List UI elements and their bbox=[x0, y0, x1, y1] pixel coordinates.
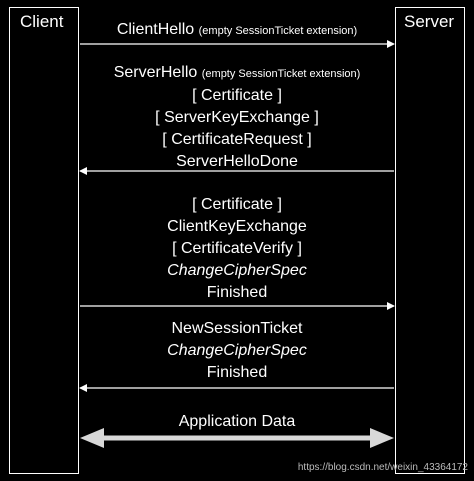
server-change-cipher-spec: ChangeCipherSpec bbox=[167, 342, 307, 359]
server-certificate: [ Certificate ] bbox=[192, 87, 282, 104]
server-hello-done: ServerHelloDone bbox=[176, 153, 298, 170]
message-client-key-exchange: [ Certificate ] ClientKeyExchange [ Cert… bbox=[80, 194, 394, 304]
client-certificate: [ Certificate ] bbox=[192, 196, 282, 213]
client-hello-label: ClientHello bbox=[116, 21, 195, 38]
arrow-application-data bbox=[80, 428, 394, 448]
server-label: Server bbox=[404, 12, 455, 31]
server-hello-label: ServerHello bbox=[113, 64, 198, 81]
server-hello-note: (empty SessionTicket extension) bbox=[201, 68, 361, 80]
client-change-cipher-spec: ChangeCipherSpec bbox=[167, 262, 307, 279]
certificate-request: [ CertificateRequest ] bbox=[162, 131, 312, 148]
client-key-exchange: ClientKeyExchange bbox=[167, 218, 307, 235]
message-new-session-ticket: NewSessionTicket ChangeCipherSpec Finish… bbox=[80, 318, 394, 384]
client-finished: Finished bbox=[206, 284, 268, 301]
application-data-label: Application Data bbox=[178, 413, 296, 430]
client-hello-note: (empty SessionTicket extension) bbox=[198, 25, 358, 37]
client-label: Client bbox=[20, 12, 64, 31]
client-column bbox=[9, 7, 79, 474]
message-client-hello: ClientHello (empty SessionTicket extensi… bbox=[80, 19, 394, 42]
message-application-data: Application Data bbox=[80, 411, 394, 433]
server-key-exchange: [ ServerKeyExchange ] bbox=[155, 109, 319, 126]
server-column bbox=[395, 7, 465, 474]
new-session-ticket: NewSessionTicket bbox=[171, 320, 303, 337]
certificate-verify: [ CertificateVerify ] bbox=[172, 240, 302, 257]
message-server-hello: ServerHello (empty SessionTicket extensi… bbox=[80, 62, 394, 173]
watermark: https://blog.csdn.net/weixin_43364172 bbox=[297, 462, 468, 473]
server-finished: Finished bbox=[206, 364, 268, 381]
